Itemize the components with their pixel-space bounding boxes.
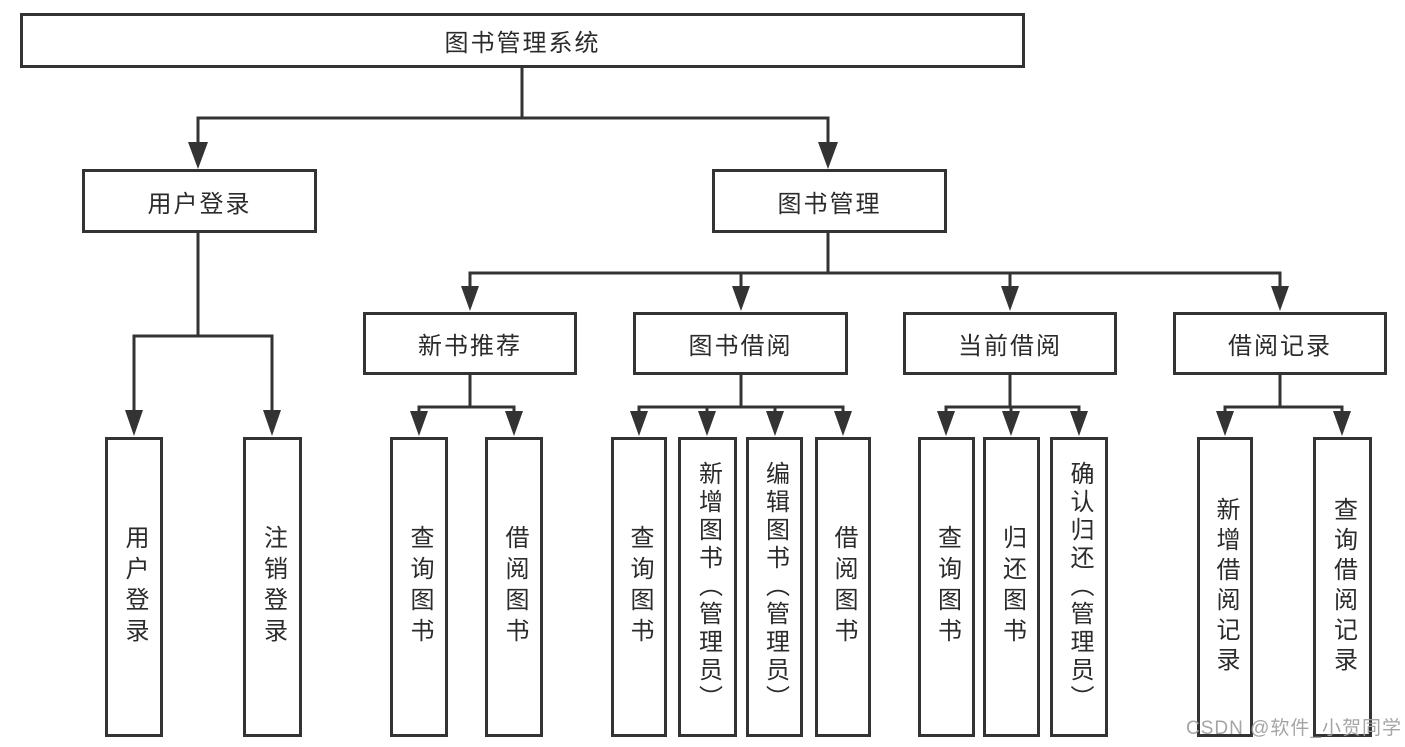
node-current: 当前借阅 — [903, 312, 1117, 375]
node-root: 图书管理系统 — [20, 13, 1025, 68]
node-user-login-label: 用户登录 — [147, 190, 252, 218]
node-new-books: 新书推荐 — [363, 312, 577, 375]
node-book-mgmt-label: 图书管理 — [777, 190, 882, 218]
leaf-current-2: 确认归还（管理员） — [1050, 437, 1108, 737]
leaf-user-login-1-label: 注销登录 — [259, 525, 287, 649]
leaf-new-books-1: 借阅图书 — [485, 437, 543, 737]
connector-borrowing-children — [630, 375, 852, 436]
leaf-records-0-label: 新增借阅记录 — [1212, 497, 1239, 677]
leaf-records-1-label: 查询借阅记录 — [1329, 497, 1357, 677]
node-new-books-label: 新书推荐 — [418, 333, 522, 360]
connector-newbooks-children — [410, 375, 523, 436]
leaf-records-1: 查询借阅记录 — [1313, 437, 1372, 737]
leaf-current-0-label: 查询图书 — [933, 525, 961, 649]
leaf-borrowing-1: 新增图书（管理员） — [678, 437, 737, 737]
leaf-user-login-0: 用户登录 — [105, 437, 163, 737]
node-root-label: 图书管理系统 — [444, 30, 601, 57]
leaf-current-1: 归还图书 — [983, 437, 1040, 737]
leaf-new-books-0-label: 查询图书 — [406, 525, 433, 649]
connector-bookmgmt-to-level3 — [461, 233, 1289, 311]
leaf-borrowing-1-label: 新增图书（管理员） — [694, 461, 722, 713]
connector-root-to-level2 — [188, 68, 838, 169]
leaf-borrowing-0: 查询图书 — [611, 437, 667, 737]
leaf-borrowing-0-label: 查询图书 — [626, 525, 653, 649]
connector-records-children — [1216, 375, 1351, 436]
node-user-login: 用户登录 — [82, 169, 317, 233]
leaf-current-1-label: 归还图书 — [998, 525, 1026, 649]
leaf-user-login-1: 注销登录 — [243, 437, 302, 737]
connector-current-children — [937, 375, 1088, 436]
leaf-borrowing-2: 编辑图书（管理员） — [746, 437, 803, 737]
node-records-label: 借阅记录 — [1228, 333, 1332, 360]
leaf-new-books-0: 查询图书 — [390, 437, 448, 737]
leaf-current-2-label: 确认归还（管理员） — [1066, 461, 1093, 713]
leaf-borrowing-3-label: 借阅图书 — [830, 525, 857, 649]
node-book-mgmt: 图书管理 — [712, 169, 947, 233]
node-borrowing-label: 图书借阅 — [688, 333, 793, 360]
leaf-new-books-1-label: 借阅图书 — [501, 525, 528, 649]
leaf-borrowing-2-label: 编辑图书（管理员） — [761, 461, 789, 713]
leaf-borrowing-3: 借阅图书 — [815, 437, 871, 737]
node-borrowing: 图书借阅 — [633, 312, 848, 375]
leaf-records-0: 新增借阅记录 — [1197, 437, 1253, 737]
leaf-current-0: 查询图书 — [918, 437, 975, 737]
connector-userlogin-children — [125, 233, 281, 436]
node-current-label: 当前借阅 — [958, 333, 1062, 360]
leaf-user-login-0-label: 用户登录 — [121, 525, 148, 649]
csdn-watermark: CSDN @软件_小贺同学 — [1186, 718, 1402, 739]
node-records: 借阅记录 — [1173, 312, 1387, 375]
